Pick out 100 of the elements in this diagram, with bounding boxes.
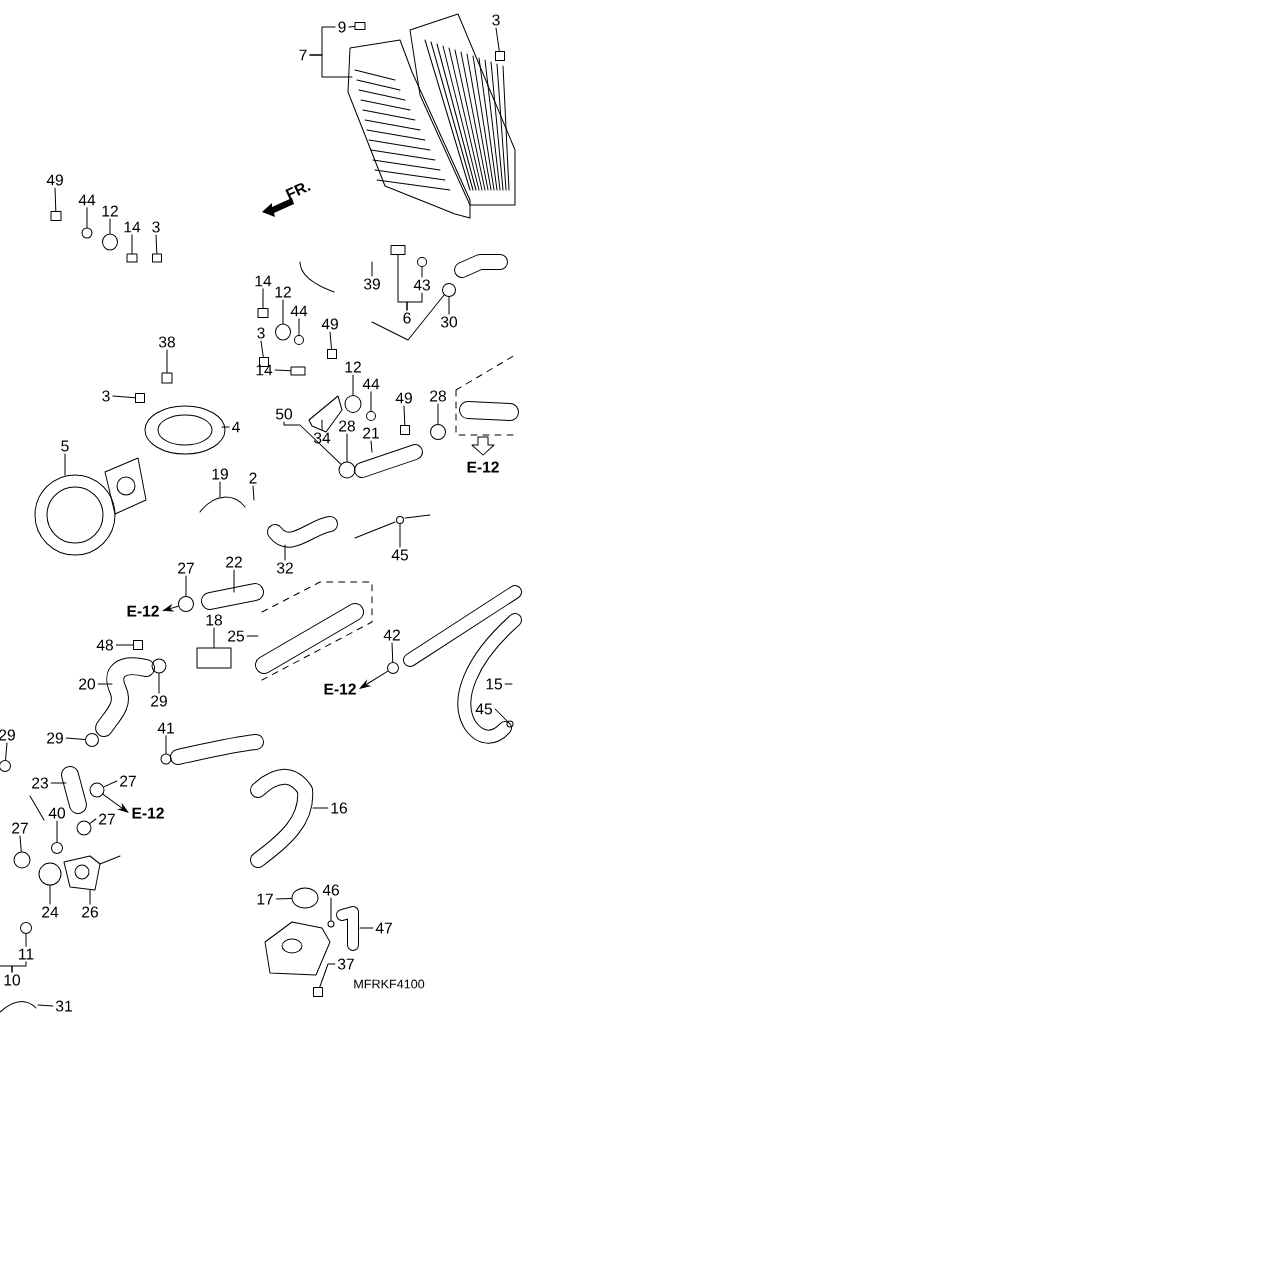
callout-number: 49 <box>321 318 338 330</box>
callout-number: 19 <box>212 468 228 480</box>
callout-number: 45 <box>475 703 493 715</box>
leader-line <box>89 889 91 905</box>
leader-line <box>321 419 323 431</box>
leader-line <box>115 644 134 646</box>
part-drawing <box>196 647 232 669</box>
part-drawing <box>400 425 410 435</box>
callout-number: 44 <box>362 378 380 390</box>
callout-number: 23 <box>32 777 48 789</box>
part-drawing <box>275 323 291 341</box>
leader-line <box>163 604 179 612</box>
part-drawing <box>13 851 31 869</box>
part-drawing <box>327 920 335 928</box>
callout-number: 2 <box>249 472 257 484</box>
leader-line <box>275 898 292 900</box>
leader-line <box>495 27 500 52</box>
leader-line <box>371 294 445 341</box>
callout-number: 16 <box>331 802 347 814</box>
callout-number: 14 <box>256 364 273 376</box>
leader-line <box>86 207 88 228</box>
part-drawing <box>387 662 399 674</box>
part-drawing <box>135 393 145 403</box>
reference-label: E-12 <box>324 683 356 695</box>
leader-line <box>165 735 167 754</box>
leader-line <box>37 1004 54 1007</box>
leader-line <box>50 782 67 784</box>
leader-line <box>219 481 221 498</box>
callout-number: 29 <box>151 695 167 707</box>
leader-line <box>109 218 111 234</box>
callout-number: 38 <box>158 336 175 348</box>
part-drawing <box>81 227 93 239</box>
part-drawing <box>366 411 376 421</box>
callout-number: 9 <box>338 21 346 33</box>
part-drawing <box>396 516 404 524</box>
part-drawing <box>294 335 304 345</box>
leader-line <box>329 331 333 350</box>
leader-line <box>282 299 284 324</box>
part-drawing <box>50 211 62 221</box>
leader-line <box>64 453 66 476</box>
part-drawing <box>152 253 162 263</box>
callout-number: 47 <box>375 922 392 934</box>
callout-number: 44 <box>290 305 308 317</box>
callout-number: 14 <box>124 221 141 233</box>
leader-line <box>309 26 336 56</box>
part-drawing <box>161 372 173 384</box>
part-drawing <box>151 658 167 674</box>
part-drawing <box>495 51 505 61</box>
leader-line <box>346 433 348 462</box>
callout-number: 20 <box>79 678 96 690</box>
leader-line <box>11 961 27 973</box>
part-drawing <box>291 887 319 909</box>
leader-line <box>221 426 230 428</box>
part-drawing <box>390 245 406 255</box>
reference-label: E-12 <box>467 461 499 473</box>
callout-number: 41 <box>157 722 174 734</box>
leader-line <box>403 405 406 426</box>
callout-number: 44 <box>78 194 96 206</box>
leader-line <box>166 349 168 373</box>
callout-number: 6 <box>403 312 411 324</box>
callout-number: 26 <box>82 906 98 918</box>
leader-line <box>504 683 513 685</box>
leader-line <box>262 288 264 309</box>
part-drawing <box>354 22 366 30</box>
reference-label: E-12 <box>127 605 159 617</box>
callout-number: 27 <box>12 822 28 834</box>
leader-line <box>112 395 136 399</box>
callout-number: 46 <box>322 884 339 896</box>
callout-number: 12 <box>275 286 291 298</box>
callout-number: 12 <box>345 361 361 373</box>
callout-number: 18 <box>206 614 222 626</box>
part-drawing <box>327 349 337 359</box>
leader-line <box>185 575 187 597</box>
leader-line <box>252 485 255 501</box>
callout-number: 12 <box>102 205 118 217</box>
callout-number: 49 <box>395 392 412 404</box>
part-drawing <box>442 283 456 297</box>
leader-line <box>494 708 509 722</box>
callout-number: 37 <box>337 958 354 970</box>
leader-line <box>155 234 158 254</box>
callout-number: 3 <box>152 221 160 233</box>
callout-number: 29 <box>0 729 15 741</box>
part-drawing <box>133 640 143 650</box>
leader-line <box>348 26 355 28</box>
callout-number: 3 <box>257 327 265 339</box>
leader-line <box>312 807 329 809</box>
leader-line <box>330 897 332 921</box>
callout-number: 30 <box>440 316 458 328</box>
callout-number: 29 <box>47 732 63 744</box>
callout-number: 3 <box>102 390 110 402</box>
part-drawing <box>257 308 269 318</box>
callout-number: 10 <box>4 974 21 986</box>
callout-number: 39 <box>363 278 380 290</box>
leader-line <box>89 818 97 824</box>
leader-line <box>370 440 373 453</box>
leader-line <box>102 793 129 813</box>
leader-line <box>54 187 57 212</box>
leader-line <box>233 569 235 593</box>
leader-line <box>352 374 354 396</box>
leader-line <box>399 523 401 548</box>
